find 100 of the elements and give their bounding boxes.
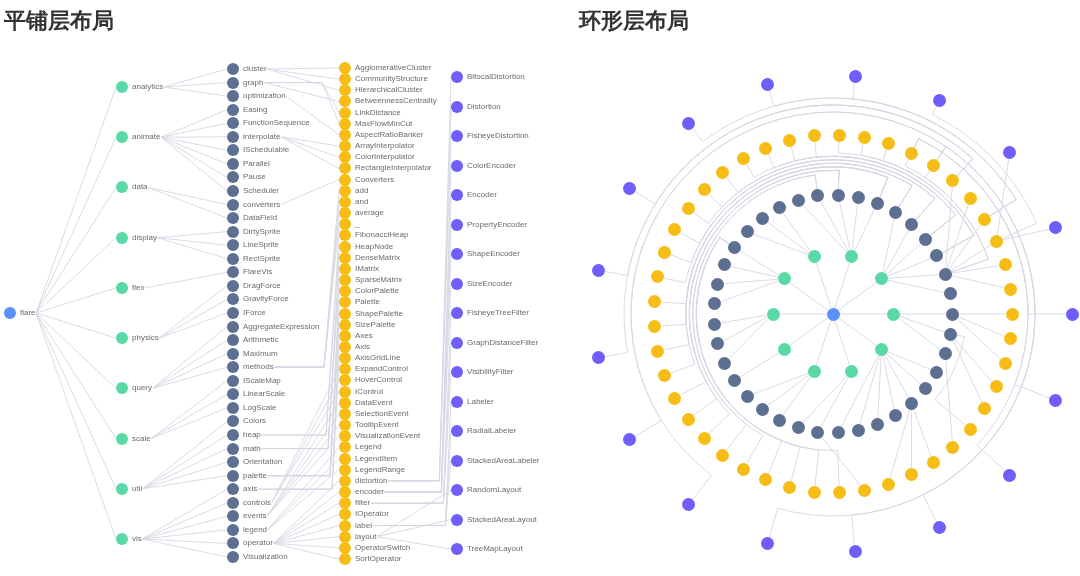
node-label: GravityForce: [242, 294, 290, 305]
node-label: BifocalDistortion: [466, 72, 526, 82]
node-circle: [1049, 221, 1063, 235]
node-label: ExpandControl: [354, 364, 409, 375]
connector-line: [142, 475, 228, 490]
connector-line: [885, 243, 922, 275]
connector-line: [150, 407, 228, 439]
connector-line: [35, 237, 117, 314]
node-label: BetweennessCentrality: [354, 96, 438, 107]
connector-line: [913, 138, 1029, 472]
connector-line: [887, 258, 932, 277]
node-circle: [759, 141, 773, 155]
node-label: cluster: [242, 64, 268, 74]
connector-line: [35, 287, 117, 314]
node-label: physics: [131, 333, 160, 344]
node-label: util: [131, 483, 143, 494]
connector-line: [280, 179, 340, 205]
connector-line: [152, 353, 228, 389]
connector-line: [859, 355, 881, 425]
connector-line: [160, 122, 228, 138]
node-label: StackedAreaLabeler: [466, 455, 540, 466]
node-circle: [772, 201, 786, 215]
node-circle: [707, 317, 721, 331]
connector-line: [739, 352, 780, 378]
node-circle: [845, 364, 859, 378]
connector-line: [152, 366, 228, 389]
node-label: average: [354, 208, 385, 219]
node-label: SizeEncoder: [466, 278, 513, 289]
node-circle: [963, 422, 977, 436]
connector-line: [882, 355, 895, 410]
connector-line: [945, 187, 953, 269]
node-label: FisheyeTreeFilter: [466, 308, 530, 318]
node-circle: [783, 133, 797, 147]
connector-line: [144, 271, 228, 289]
connector-line: [820, 376, 849, 427]
node-circle: [926, 159, 940, 173]
node-circle: [755, 211, 769, 225]
node-label: TooltipEvent: [354, 420, 400, 431]
connector-line: [789, 317, 829, 346]
connector-line: [163, 82, 228, 88]
node-circle: [831, 188, 845, 202]
node-circle: [623, 181, 637, 195]
node-circle: [807, 485, 821, 499]
node-label: ShapeEncoder: [466, 249, 521, 259]
node-circle: [946, 174, 960, 188]
node-circle: [755, 403, 769, 417]
connector-line: [782, 375, 812, 416]
node-label: interpolate: [242, 131, 281, 142]
connector-line: [887, 279, 945, 293]
node-circle: [716, 448, 730, 462]
node-label: palette: [242, 470, 268, 481]
node-label: ShapePalette: [354, 308, 404, 319]
node-label: display: [131, 232, 158, 243]
node-circle: [591, 351, 605, 365]
node-circle: [930, 365, 944, 379]
node-label: DragForce: [242, 280, 282, 291]
node-circle: [848, 545, 862, 559]
node-circle: [658, 246, 672, 260]
connector-line: [884, 229, 909, 274]
connector-line: [820, 201, 849, 252]
connector-line: [158, 312, 228, 339]
node-label: OperatorSwitch: [354, 542, 411, 553]
node-circle: [886, 307, 900, 321]
connector-line: [630, 111, 947, 437]
node-label: Encoder: [466, 190, 498, 200]
connector-line: [376, 536, 452, 550]
node-label: Axis: [354, 341, 371, 352]
node-circle: [658, 368, 672, 382]
connector-line: [951, 265, 1000, 274]
connector-line: [370, 371, 452, 504]
node-circle: [857, 483, 871, 497]
connector-line: [887, 274, 940, 279]
connector-line: [840, 354, 879, 428]
connector-line: [680, 163, 913, 244]
node-circle: [904, 468, 918, 482]
node-circle: [807, 250, 821, 264]
node-circle: [870, 417, 884, 431]
connector-line: [954, 338, 993, 383]
node-label: LineSprite: [242, 240, 280, 251]
node-label: LegendItem: [354, 453, 398, 464]
connector-line: [950, 244, 992, 272]
node-circle: [851, 191, 865, 205]
connector-line: [768, 146, 1036, 539]
node-label: Axes: [354, 330, 374, 341]
connector-line: [885, 353, 922, 385]
node-label: LinkDistance: [354, 107, 402, 118]
node-circle: [926, 455, 940, 469]
node-circle: [682, 498, 696, 512]
node-circle: [945, 307, 959, 321]
node-label: operator: [242, 538, 274, 549]
node-label: StackedAreaLayout: [466, 514, 538, 525]
node-label: Maximum: [242, 348, 279, 359]
connector-line: [911, 409, 913, 469]
connector-line: [147, 187, 228, 205]
node-circle: [807, 129, 821, 143]
node-label: AggregateExpression: [242, 321, 320, 332]
node-label: RectangleInterpolator: [354, 163, 432, 174]
connector-line: [35, 312, 117, 439]
node-label: flare: [19, 308, 37, 318]
connector-line: [147, 187, 228, 219]
